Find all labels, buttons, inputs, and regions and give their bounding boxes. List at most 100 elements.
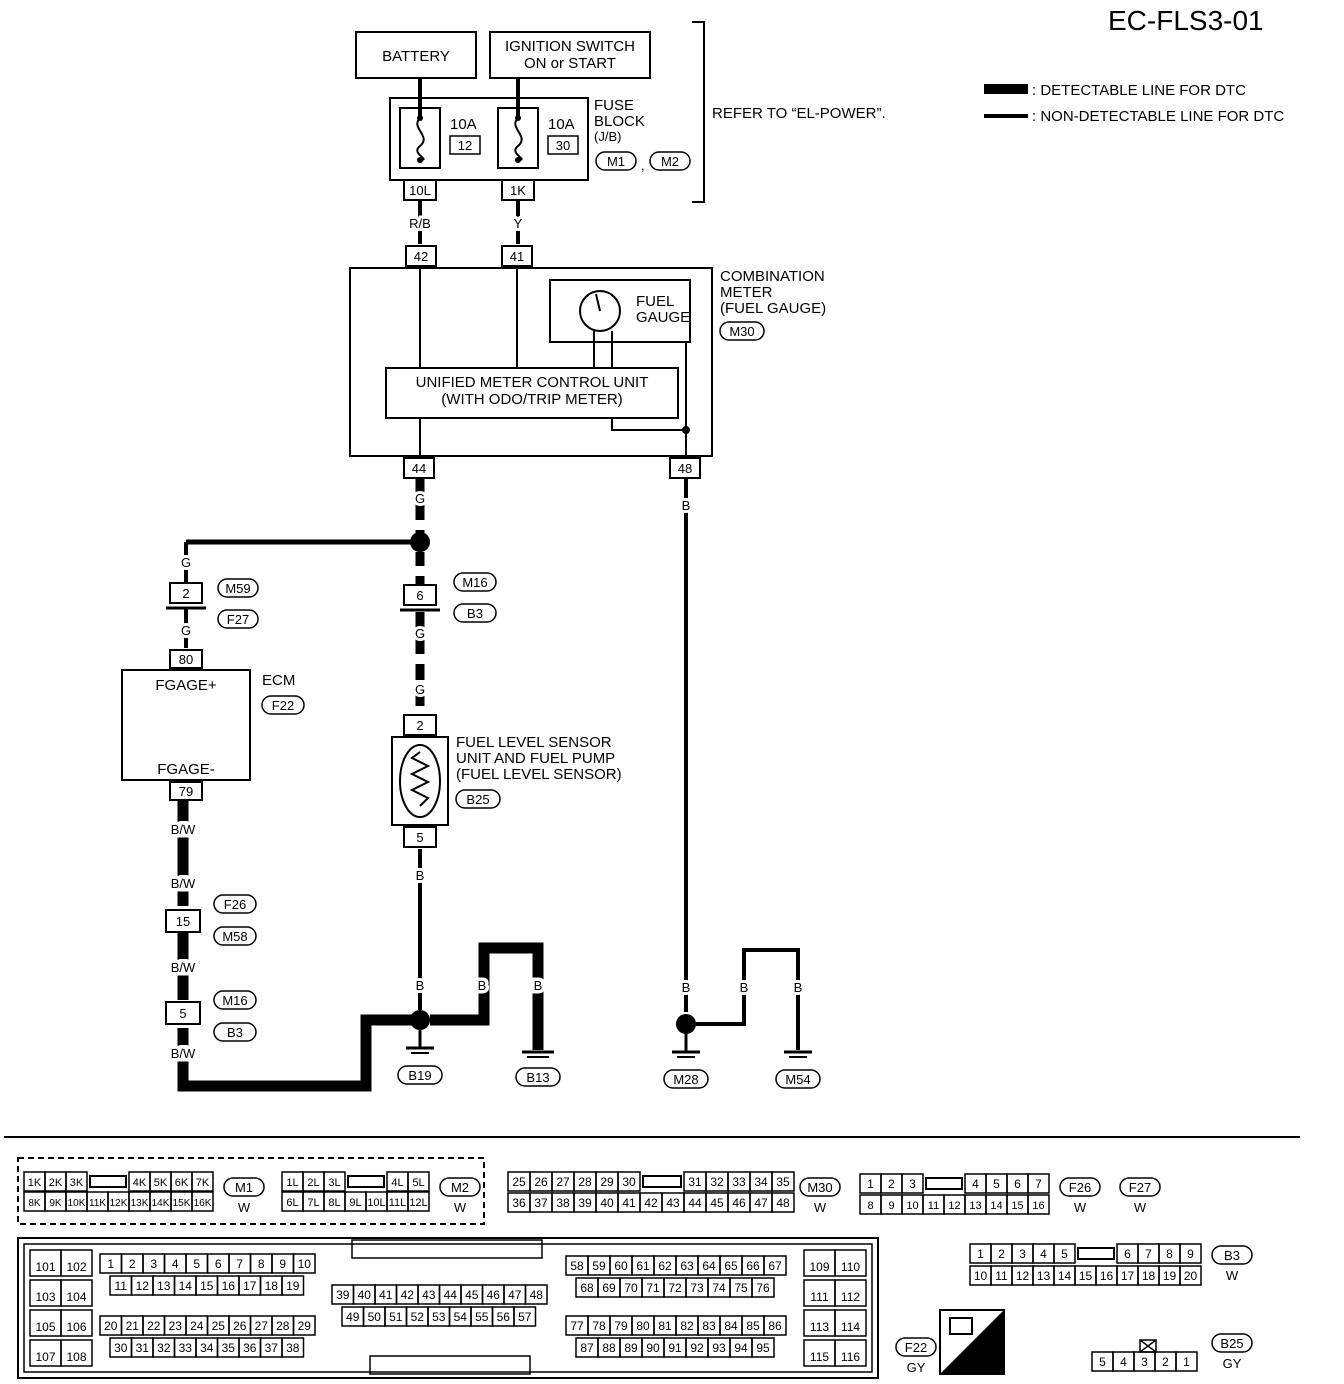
- pin-label: 1K: [28, 1177, 42, 1189]
- pin-label: 40: [600, 1196, 614, 1210]
- pin-label: 48: [776, 1196, 790, 1210]
- svg-text:48: 48: [678, 461, 692, 476]
- svg-text:M58: M58: [222, 929, 247, 944]
- pin-label: 19: [286, 1279, 300, 1293]
- svg-text:W: W: [814, 1200, 827, 1215]
- svg-text:UNIFIED METER CONTROL UNIT: UNIFIED METER CONTROL UNIT: [416, 374, 649, 391]
- pin-label: 2L: [307, 1177, 319, 1189]
- pin-label: 26: [534, 1175, 548, 1189]
- pin-label: 49: [346, 1310, 360, 1324]
- svg-text:G: G: [415, 682, 425, 697]
- svg-text:10L: 10L: [409, 183, 431, 198]
- pin-label: 34: [754, 1175, 768, 1189]
- svg-text:GY: GY: [907, 1360, 926, 1375]
- pin-label: 75: [734, 1281, 748, 1295]
- pin-label: 6K: [175, 1177, 189, 1189]
- pin-label: 36: [512, 1196, 526, 1210]
- pin-label: 52: [411, 1310, 425, 1324]
- connector-f26-m58: 15 F26 M58: [165, 894, 257, 946]
- connector-m59-f27: 2 M59 F27: [166, 578, 259, 629]
- svg-text:IGNITION SWITCH: IGNITION SWITCH: [505, 38, 635, 55]
- pin-label: 91: [668, 1341, 682, 1355]
- pin-label: 32: [710, 1175, 724, 1189]
- svg-text:6: 6: [416, 588, 423, 603]
- svg-text:G: G: [181, 555, 191, 570]
- pin-label: 62: [658, 1259, 672, 1273]
- battery-box: BATTERY: [355, 31, 477, 79]
- svg-text:M28: M28: [673, 1072, 698, 1087]
- pin-label: 46: [487, 1288, 501, 1302]
- pin-label: 31: [688, 1175, 702, 1189]
- pin-label: 71: [646, 1281, 660, 1295]
- svg-text:W: W: [454, 1200, 467, 1215]
- pin-label: 101: [35, 1260, 55, 1274]
- pin-label: 53: [432, 1310, 446, 1324]
- wire-rb-label: R/B: [409, 216, 431, 231]
- pin-label: 51: [389, 1310, 403, 1324]
- svg-text:M59: M59: [225, 581, 250, 596]
- pin-label: 31: [136, 1341, 150, 1355]
- pin-label: 60: [614, 1259, 628, 1273]
- pin-label: 4K: [133, 1177, 147, 1189]
- svg-text:G: G: [415, 626, 425, 641]
- pin-label: 94: [734, 1341, 748, 1355]
- pin-label: 5L: [412, 1177, 424, 1189]
- pin-label: 108: [66, 1350, 86, 1364]
- pin-label: 69: [602, 1281, 616, 1295]
- pin-label: 35: [776, 1175, 790, 1189]
- pin-label: 12L: [409, 1197, 427, 1209]
- pin-label: 5: [1061, 1247, 1068, 1261]
- svg-text:B: B: [740, 980, 749, 995]
- pin-label: 87: [580, 1341, 594, 1355]
- pin-label: 2: [888, 1177, 895, 1191]
- pin-label: 50: [368, 1310, 382, 1324]
- pin-label: 9K: [49, 1198, 62, 1209]
- pin-label: 14: [1058, 1269, 1072, 1283]
- svg-text:W: W: [238, 1200, 251, 1215]
- svg-text:W: W: [1226, 1268, 1239, 1283]
- pin-label: 4L: [391, 1177, 403, 1189]
- svg-text:B/W: B/W: [171, 960, 196, 975]
- pin-label: 1L: [286, 1177, 298, 1189]
- svg-text:H.S.: H.S.: [970, 1357, 993, 1371]
- svg-text:B: B: [416, 868, 425, 883]
- svg-text:30: 30: [556, 138, 570, 153]
- pin-label: 8L: [328, 1197, 340, 1209]
- pin-label: 107: [35, 1350, 55, 1364]
- ground-m54: M54: [775, 1050, 821, 1089]
- legend-non-detectable: : NON-DETECTABLE LINE FOR DTC: [1032, 108, 1284, 125]
- pin-label: 92: [690, 1341, 704, 1355]
- svg-text:5: 5: [179, 1006, 186, 1021]
- pin-label: 112: [841, 1290, 860, 1304]
- pin-label: 76: [756, 1281, 770, 1295]
- pin-label: 109: [809, 1260, 829, 1274]
- m2-row1: 1L 2L 3L 4L 5L: [281, 1171, 430, 1192]
- el-power-bracket: REFER TO “EL-POWER”.: [692, 21, 886, 203]
- pin-label: 89: [624, 1341, 638, 1355]
- svg-text:M2: M2: [451, 1180, 469, 1195]
- pin-label: 21: [126, 1319, 140, 1333]
- pin-label: 9L: [349, 1197, 361, 1209]
- legend-detectable: : DETECTABLE LINE FOR DTC: [1032, 82, 1246, 99]
- pin-label: 24: [190, 1319, 204, 1333]
- svg-text:M1: M1: [235, 1180, 253, 1195]
- pin-label: 30: [622, 1175, 636, 1189]
- pin-label: 8K: [28, 1198, 41, 1209]
- pin-label: 7: [236, 1257, 243, 1271]
- svg-text:5: 5: [416, 830, 423, 845]
- pin-label: 104: [66, 1290, 86, 1304]
- pin-label: 3L: [328, 1177, 340, 1189]
- svg-text:10A: 10A: [450, 116, 477, 133]
- pin-label: 84: [724, 1319, 738, 1333]
- pin-label: 29: [600, 1175, 614, 1189]
- pin-label: 14K: [152, 1198, 170, 1209]
- svg-text:METER: METER: [720, 284, 773, 301]
- ground-m28: M28: [663, 1050, 709, 1089]
